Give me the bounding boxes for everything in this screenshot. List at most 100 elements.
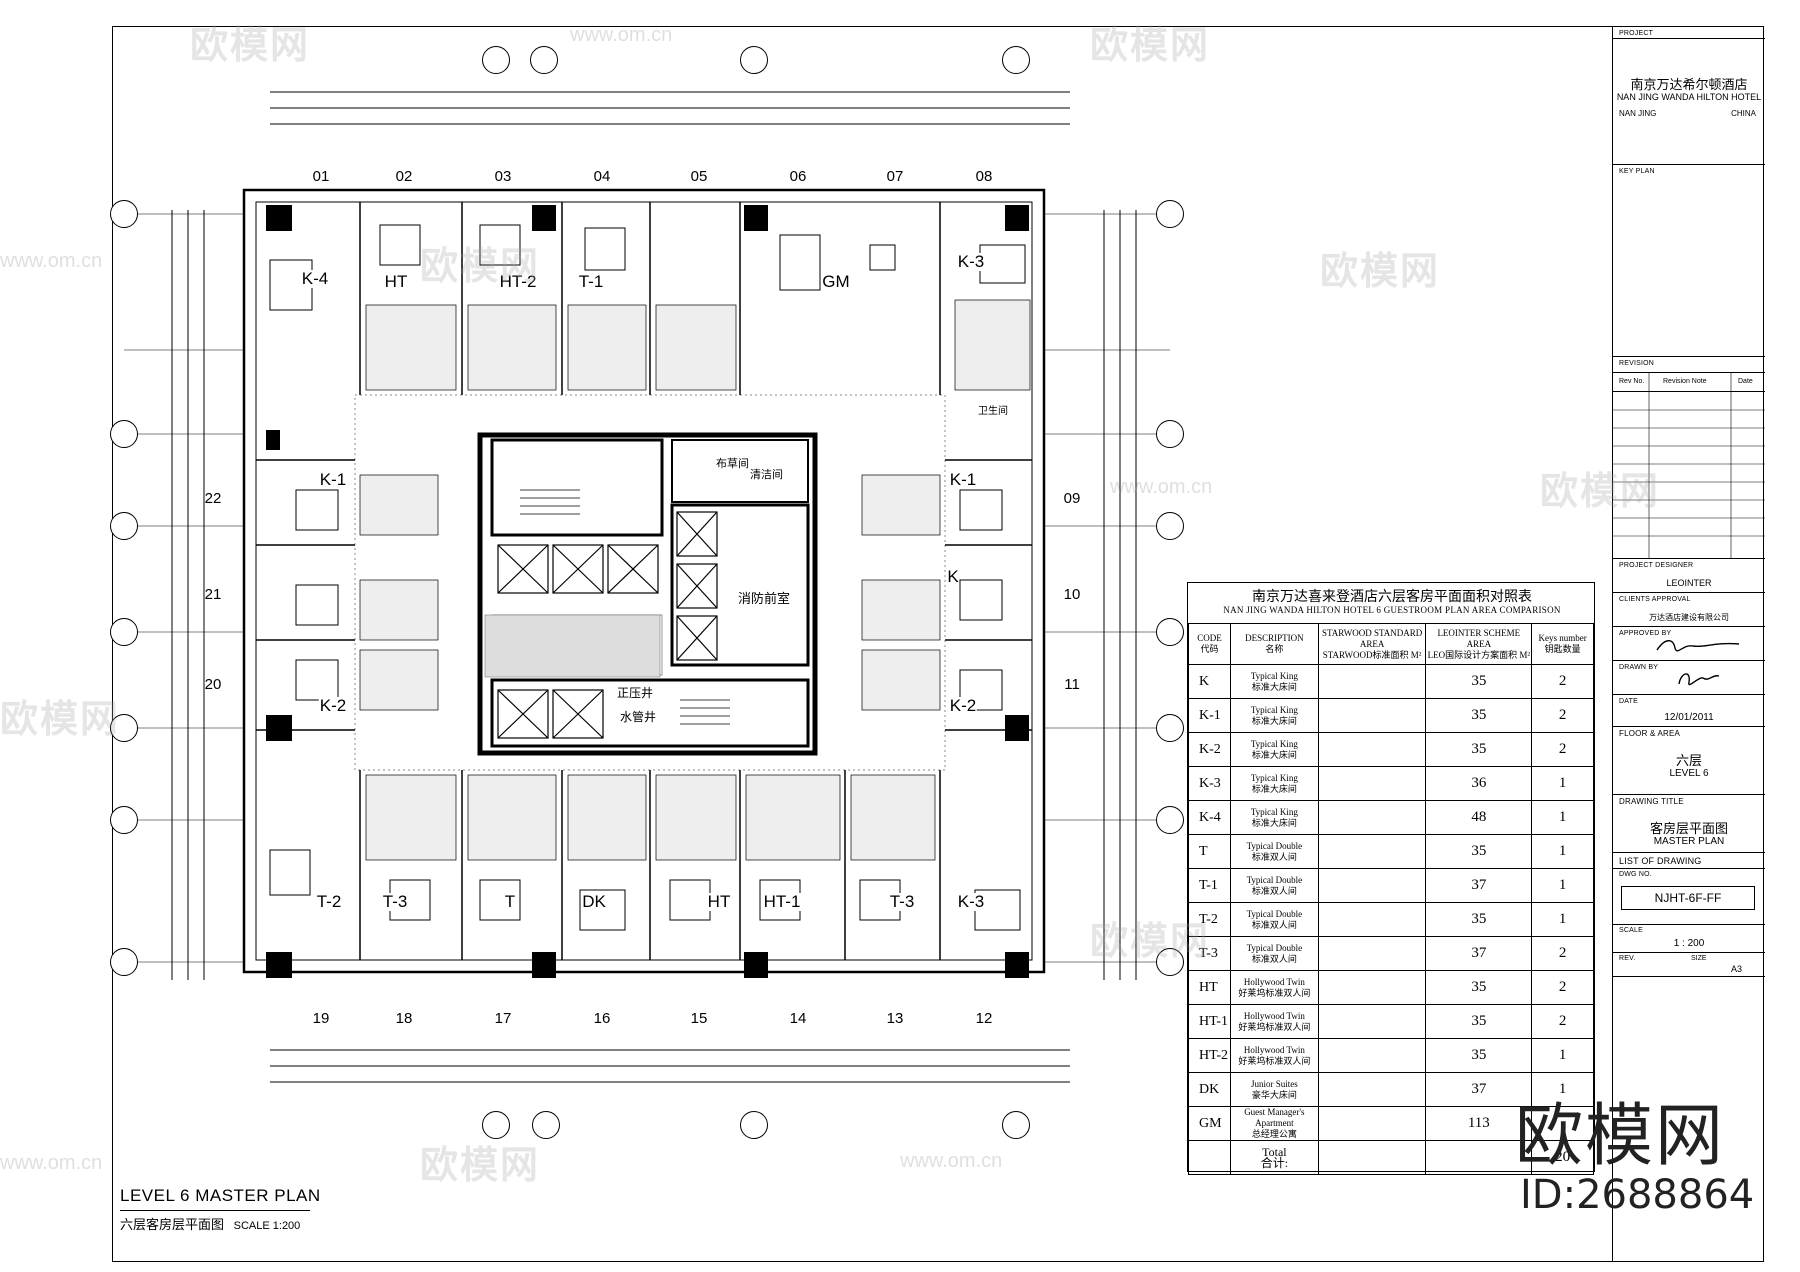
watermark-url: www.om.cn [0, 250, 103, 272]
grid-label: 04 [593, 168, 611, 185]
room-code: HT [383, 272, 409, 291]
room-code: T-2 [315, 892, 343, 911]
desc-cn: 标准大床间 [1251, 817, 1297, 828]
floor-en: LEVEL 6 [1669, 768, 1709, 779]
keys-cell: 2 [1531, 664, 1594, 699]
total-label-en: Total [1262, 1144, 1287, 1159]
desc-cn: 好莱坞标准双人间 [1238, 1021, 1311, 1032]
leointer-area-cell: 37 [1425, 868, 1533, 903]
desc-cn: 标准大床间 [1251, 783, 1297, 794]
desc-cn: 标准双人间 [1251, 885, 1297, 896]
watermark-url: www.om.cn [0, 1152, 103, 1174]
grid-circle [110, 200, 138, 228]
grid-circle [1002, 46, 1030, 74]
grid-label: 03 [494, 168, 512, 185]
grid-circle [1156, 200, 1184, 228]
room-code: HT-2 [498, 272, 538, 291]
watermark-brand: 欧模网 [1090, 25, 1211, 67]
revision-header: Rev No. Revision Note Date [1613, 372, 1765, 392]
drawing-subtitle-cn: 六层客房层平面图 [120, 1217, 225, 1232]
keys-cell: 1 [1531, 902, 1594, 937]
room-code: HT [706, 892, 732, 911]
desc-en: Typical King [1250, 806, 1298, 817]
desc-cn: 标准双人间 [1251, 919, 1297, 930]
approval-signature [1656, 640, 1740, 652]
grid-label: 01 [312, 168, 330, 185]
leointer-area-cell: 35 [1425, 698, 1533, 733]
sheet-size: A3 [1731, 964, 1743, 974]
grid-circle [740, 46, 768, 74]
desc-cn: 好莱坞标准双人间 [1238, 987, 1311, 998]
starwood-area-cell [1317, 868, 1427, 903]
floor-area-label: FLOOR & AREA [1619, 729, 1681, 738]
drawing-title-label: DRAWING TITLE [1619, 797, 1684, 806]
grid-circle [110, 714, 138, 742]
grid-label: 12 [975, 1010, 993, 1027]
watermark-brand: 欧模网 [1090, 921, 1211, 963]
starwood-area-cell [1317, 766, 1427, 801]
desc-en: Hollywood Twin [1243, 1010, 1305, 1021]
grid-circle [482, 46, 510, 74]
grid-label: 11 [1064, 676, 1080, 693]
leointer-area-cell: 37 [1425, 1072, 1533, 1107]
grid-label: 17 [494, 1010, 512, 1027]
grid-circle [110, 806, 138, 834]
list-of-drawing-label: LIST OF DRAWING [1619, 856, 1702, 866]
grid-label: 07 [886, 168, 904, 185]
room-code: DK [581, 892, 607, 911]
room-code: T [503, 892, 517, 911]
room-code-cell: T [1188, 834, 1231, 869]
grid-label: 14 [789, 1010, 807, 1027]
desc-cn: 标准双人间 [1251, 851, 1297, 862]
leointer-area-cell: 35 [1425, 664, 1533, 699]
room-code: HT-1 [762, 892, 802, 911]
desc-cn: 标准大床间 [1251, 715, 1297, 726]
room-code: K-3 [956, 892, 986, 911]
revision-grid [1613, 372, 1765, 558]
project-label: PROJECT [1619, 30, 1654, 37]
size-label: SIZE [1691, 955, 1707, 962]
watermark-url: www.om.cn [570, 24, 673, 46]
starwood-area-cell [1317, 1072, 1427, 1107]
dwg-no-label: DWG NO. [1619, 871, 1652, 878]
watermark-brand: 欧模网 [1320, 251, 1441, 293]
leointer-area-cell: 37 [1425, 936, 1533, 971]
watermark-brand: 欧模网 [420, 1145, 541, 1187]
grid-label: 15 [690, 1010, 708, 1027]
keys-cell: 1 [1531, 1072, 1594, 1107]
watermark-url: www.om.cn [900, 1150, 1003, 1172]
leointer-area-cell: 36 [1425, 766, 1533, 801]
room-code: K-1 [318, 470, 348, 489]
watermark-brand: 欧模网 [190, 25, 311, 67]
keys-cell: 1 [1531, 800, 1594, 835]
grid-circle [110, 948, 138, 976]
drawing-title-cn: 客房层平面图 [1649, 821, 1728, 836]
floor-cn: 六层 [1675, 753, 1702, 768]
desc-en: Typical Double [1246, 840, 1303, 851]
drawing-subtitle: 六层客房层平面图 SCALE 1:200 [120, 1214, 300, 1233]
room-code: K-2 [948, 696, 978, 715]
table-title-en: NAN JING WANDA HILTON HOTEL 6 GUESTROOM … [1223, 605, 1561, 615]
starwood-area-cell [1317, 1004, 1427, 1039]
keys-cell: 2 [1531, 970, 1594, 1005]
room-code-cell: GM [1188, 1106, 1231, 1141]
room-code: K [946, 567, 960, 586]
clients-approval-label: CLIENTS APPROVAL [1619, 596, 1691, 603]
watermark-url: www.om.cn [1110, 476, 1213, 498]
room-code-cell: DK [1188, 1072, 1231, 1107]
grid-circle [1156, 420, 1184, 448]
starwood-area-cell [1317, 1106, 1427, 1141]
grid-label: 20 [204, 676, 222, 693]
